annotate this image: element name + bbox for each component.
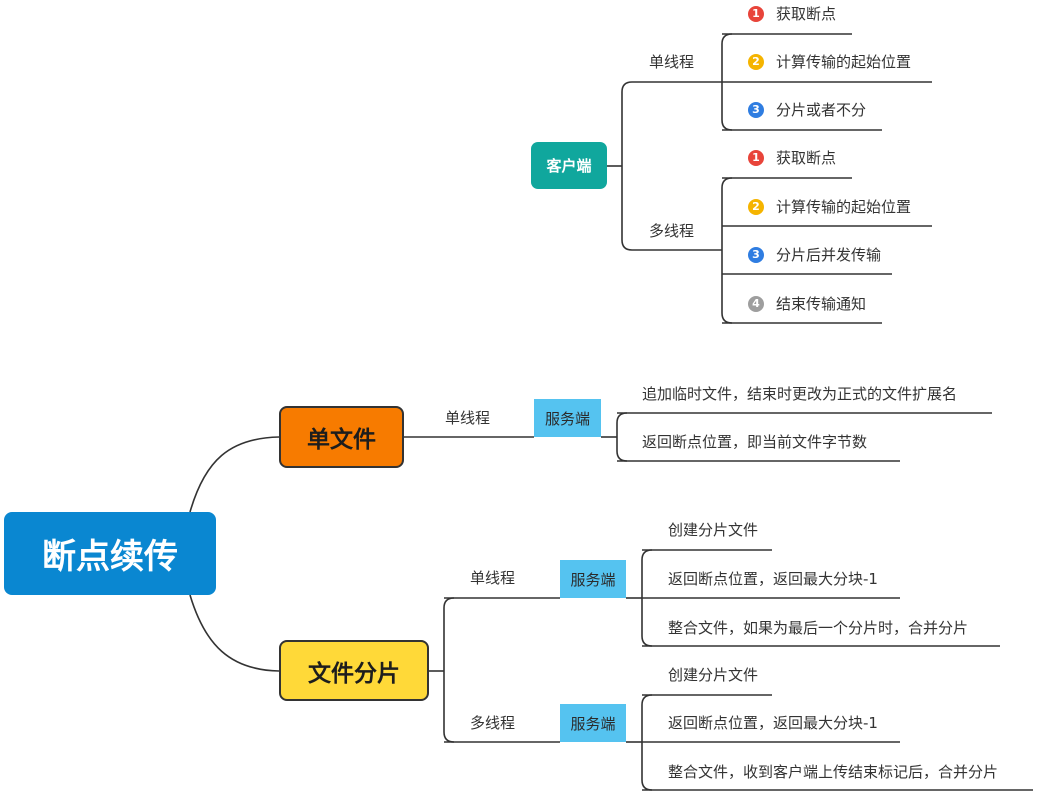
root-topic[interactable]: 断点续传	[4, 512, 216, 595]
chunked-single-item-3[interactable]: 整合文件，如果为最后一个分片时，合并分片	[668, 619, 969, 637]
client-multi-step-1[interactable]: 获取断点	[776, 149, 837, 167]
step-1-icon: 1	[748, 150, 764, 166]
step-4-icon: 4	[748, 296, 764, 312]
client-multi-step-2[interactable]: 计算传输的起始位置	[776, 198, 912, 216]
chunked-multi-server-node[interactable]: 服务端	[560, 704, 626, 742]
step-2-icon: 2	[748, 54, 764, 70]
single-file-server-item-2[interactable]: 返回断点位置，即当前文件字节数	[642, 433, 868, 451]
chunked-multi-thread-label[interactable]: 多线程	[470, 714, 516, 732]
single-file-topic[interactable]: 单文件	[279, 406, 404, 468]
client-topic[interactable]: 客户端	[531, 142, 607, 189]
client-multi-thread-label[interactable]: 多线程	[649, 222, 695, 240]
client-single-thread-label[interactable]: 单线程	[649, 53, 695, 71]
chunked-file-topic[interactable]: 文件分片	[279, 640, 429, 701]
step-3-icon: 3	[748, 247, 764, 263]
single-file-thread-label[interactable]: 单线程	[445, 409, 491, 427]
client-multi-step-4[interactable]: 结束传输通知	[776, 295, 867, 313]
client-single-step-3[interactable]: 分片或者不分	[776, 101, 867, 119]
chunked-multi-item-3[interactable]: 整合文件，收到客户端上传结束标记后，合并分片	[668, 763, 999, 781]
chunked-multi-item-1[interactable]: 创建分片文件	[668, 666, 759, 684]
chunked-single-item-2[interactable]: 返回断点位置，返回最大分块-1	[668, 570, 878, 588]
chunked-single-thread-label[interactable]: 单线程	[470, 569, 516, 587]
client-multi-step-3[interactable]: 分片后并发传输	[776, 246, 882, 264]
single-file-server-item-1[interactable]: 追加临时文件，结束时更改为正式的文件扩展名	[642, 385, 958, 403]
step-3-icon: 3	[748, 102, 764, 118]
single-file-server-node[interactable]: 服务端	[534, 399, 601, 437]
client-single-step-1[interactable]: 获取断点	[776, 5, 837, 23]
step-2-icon: 2	[748, 199, 764, 215]
chunked-single-server-node[interactable]: 服务端	[560, 560, 626, 598]
step-1-icon: 1	[748, 6, 764, 22]
chunked-multi-item-2[interactable]: 返回断点位置，返回最大分块-1	[668, 714, 878, 732]
chunked-single-item-1[interactable]: 创建分片文件	[668, 521, 759, 539]
client-single-step-2[interactable]: 计算传输的起始位置	[776, 53, 912, 71]
